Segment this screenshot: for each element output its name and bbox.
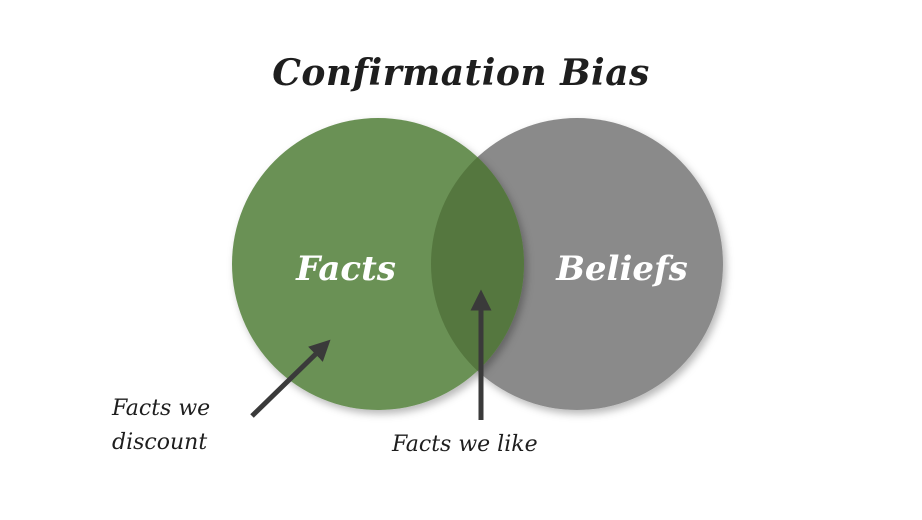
discount-arrow	[250, 339, 331, 418]
beliefs-label: Beliefs	[555, 249, 688, 289]
overlap-region	[431, 118, 524, 410]
facts-label: Facts	[295, 249, 396, 289]
page-title: Confirmation Bias	[272, 52, 650, 94]
like-annotation: Facts we like	[392, 432, 538, 457]
discount-annotation: Facts we discount	[112, 392, 272, 460]
discount-line-1: Facts we	[112, 396, 211, 421]
discount-line-2: discount	[112, 430, 208, 455]
